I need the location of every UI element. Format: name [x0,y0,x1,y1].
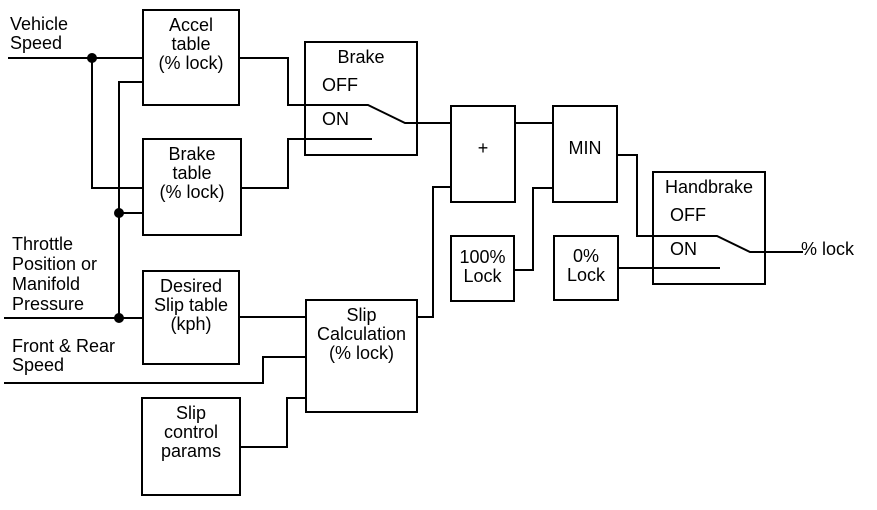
block-brake-switch: Brake OFF ON [304,41,418,156]
wire-vehicle-to-brake-table [91,58,142,189]
block-sum: + [450,105,516,203]
wire-accel-to-brake-switch [240,57,450,124]
brake-table-line2: table [172,163,212,183]
block-slip-calculation: Slip Calculation (% lock) [305,299,418,413]
label-throttle-line2: Position or [12,254,98,274]
slip-calc-line2: Calculation [316,324,407,344]
label-vehicle-speed-line2: Speed [10,33,63,53]
accel-table-line1: Accel [168,15,213,35]
slip-params-line2: control [163,422,219,442]
block-brake-table: Brake table (% lock) [142,138,242,236]
slip-params-line1: Slip [175,403,206,423]
block-accel-table: Accel table (% lock) [142,9,240,106]
wire-brake-table-to-switch [242,138,372,189]
block-100-percent-lock: 100% Lock [450,235,515,302]
label-front-rear-line2: Speed [12,355,65,375]
desired-slip-line2: Slip table [153,295,229,315]
handbrake-switch-off-label: OFF [670,205,706,225]
handbrake-switch-title: Handbrake [664,177,754,197]
sum-label: + [477,137,489,158]
label-percent-lock-output: % lock [801,239,855,259]
block-slip-control-params: Slip control params [141,397,241,496]
junction-dot-throttle-main [114,313,124,323]
lock-100-line1: 100% [459,246,506,267]
brake-table-line3: (% lock) [159,182,225,202]
brake-switch-title: Brake [337,47,385,67]
label-vehicle-speed: Vehicle Speed [10,15,68,53]
slip-params-line3: params [160,441,222,461]
label-vehicle-speed-line1: Vehicle [10,14,69,34]
junction-dot-vehicle-speed [87,53,97,63]
handbrake-switch-on-label: ON [670,239,697,259]
brake-table-line1: Brake [168,144,216,164]
wire-throttle-riser [118,81,142,318]
label-throttle-line1: Throttle [12,234,74,254]
accel-table-line3: (% lock) [158,53,224,73]
slip-calc-line1: Slip [346,305,377,325]
junction-dot-throttle-mid [114,208,124,218]
label-front-rear-line1: Front & Rear [12,336,116,356]
label-front-rear-speed: Front & Rear Speed [12,337,115,375]
lock-100-line2: Lock [463,265,502,286]
accel-table-line2: table [171,34,211,54]
min-label: MIN [568,137,602,158]
label-throttle-line4: Pressure [12,294,85,314]
lock-0-line2: Lock [566,265,606,285]
desired-slip-line3: (kph) [170,314,212,334]
block-min: MIN [552,105,618,203]
wire-front-rear-speed [4,356,305,384]
wire-100lock-to-min [515,187,552,271]
lock-0-line1: 0% [572,246,599,266]
wire-params-out [241,397,305,448]
desired-slip-line1: Desired [159,276,223,296]
wire-slipcalc-to-sum [418,186,450,318]
block-desired-slip-table: Desired Slip table (kph) [142,270,240,365]
block-handbrake-switch: Handbrake OFF ON [652,171,766,285]
brake-switch-on-label: ON [322,109,349,129]
slip-calc-line3: (% lock) [328,343,394,363]
wire-min-to-handbrake [618,154,803,253]
label-throttle-position: Throttle Position or Manifold Pressure [12,234,97,314]
brake-switch-off-label: OFF [322,75,358,95]
block-0-percent-lock: 0% Lock [553,235,619,301]
label-throttle-line3: Manifold [12,274,81,294]
